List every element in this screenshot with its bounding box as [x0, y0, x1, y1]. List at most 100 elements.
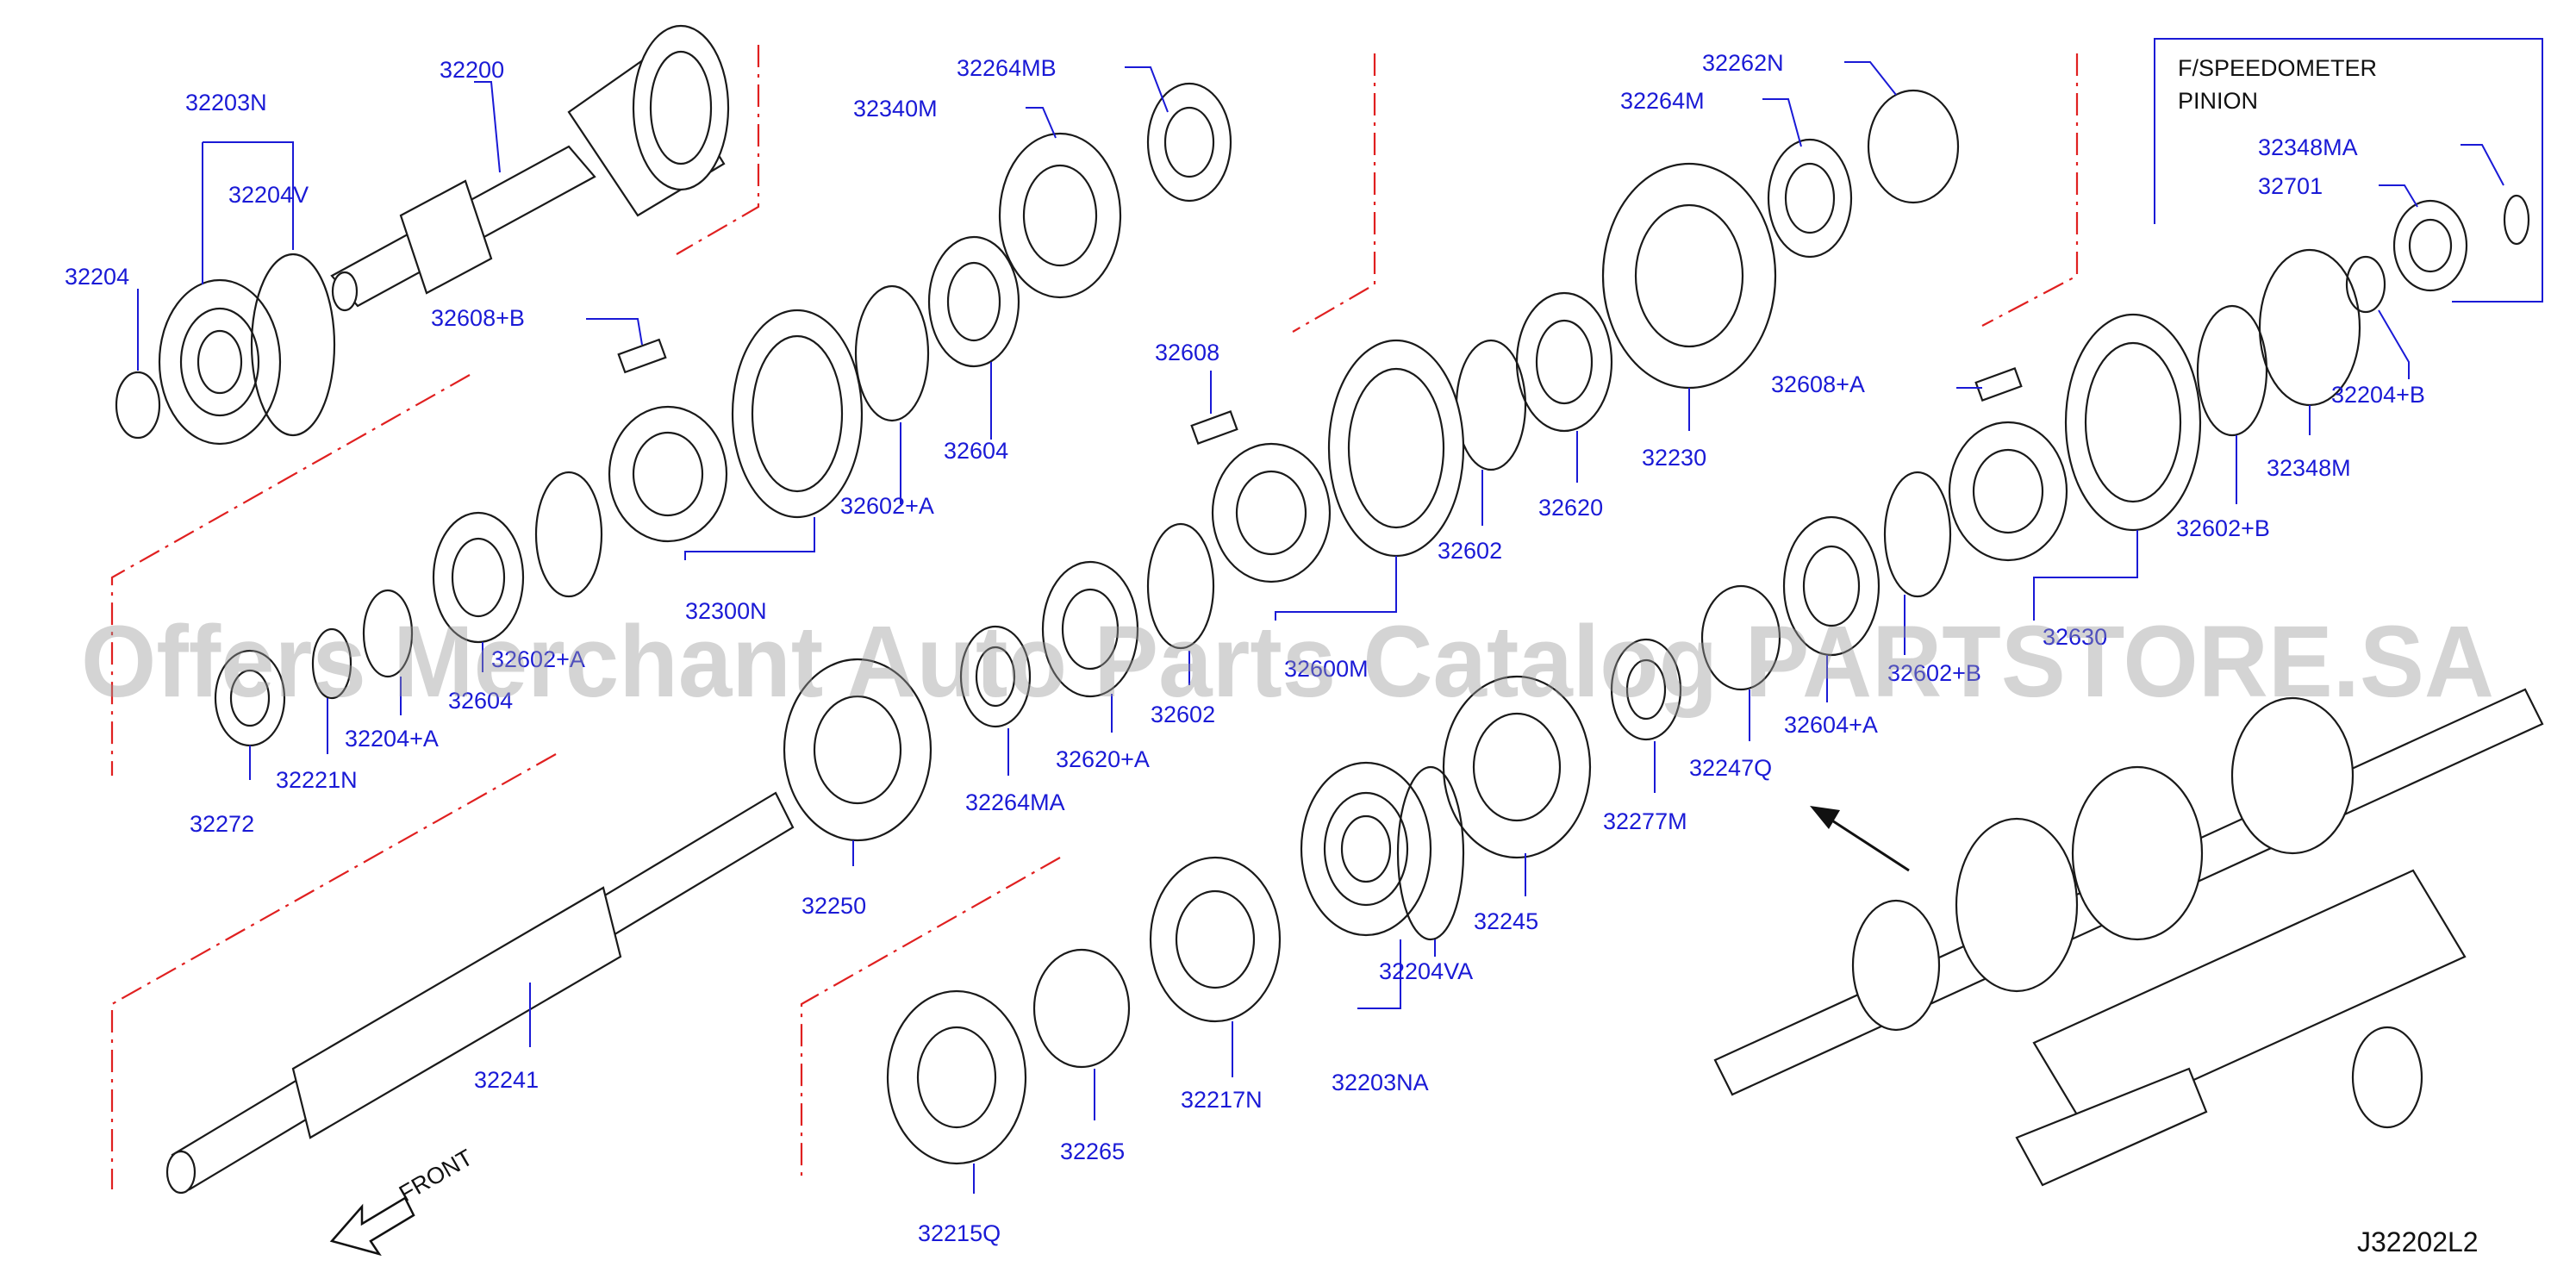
- part-label: 32204+B: [2331, 382, 2425, 408]
- part-label: 32200: [440, 57, 504, 83]
- part-label: 32204V: [228, 182, 309, 208]
- snap-ring-32204va: [1396, 765, 1465, 941]
- bushing-32265: [1032, 948, 1131, 1069]
- gear-32230: [1601, 162, 1777, 390]
- part-label: 32262N: [1702, 50, 1784, 76]
- baulk-ring-32602a-upper: [854, 284, 930, 422]
- front-arrow-icon: [329, 1196, 415, 1257]
- part-label: 32204+A: [345, 726, 439, 752]
- main-drive-shaft-drawing: [330, 24, 730, 312]
- part-label: 32608: [1155, 340, 1219, 365]
- ring-32204b: [2345, 255, 2386, 314]
- part-label: 32604+A: [1784, 712, 1878, 738]
- part-label: 32272: [190, 811, 254, 837]
- ring-32348ma: [2503, 194, 2530, 246]
- part-label: 32203N: [185, 90, 267, 115]
- part-label: 32264M: [1620, 88, 1705, 114]
- part-label: 32602+A: [840, 493, 934, 519]
- part-label: 32600M: [1284, 656, 1369, 682]
- baulk-ring-32602-lower: [1146, 522, 1215, 650]
- baulk-ring-32602b-upper: [2196, 304, 2268, 437]
- front-label: FRONT: [395, 1145, 477, 1207]
- speedometer-pinion-32701: [2392, 199, 2468, 292]
- insert-32608b: [617, 338, 667, 374]
- part-label: 32348MA: [2258, 134, 2358, 160]
- synchro-hub-32300n: [608, 309, 864, 543]
- part-label: 32340M: [853, 96, 938, 122]
- part-label: 32630: [2043, 624, 2107, 650]
- watermark: Offers Merchant Auto Parts Catalog PARTS…: [81, 605, 2494, 719]
- part-label: 32221N: [276, 767, 358, 793]
- part-label: 32701: [2258, 173, 2323, 199]
- ring-32221n: [311, 627, 352, 700]
- needle-bearing-32272: [214, 649, 286, 747]
- speedometer-inset: F/SPEEDOMETER PINION: [2154, 38, 2543, 303]
- part-label: 32204: [65, 264, 129, 290]
- gear-32250: [783, 658, 932, 842]
- gear-32340m: [998, 132, 1122, 299]
- needle-bearing-32264ma: [959, 625, 1032, 728]
- assembled-view: [1713, 688, 2544, 1187]
- ring-32204a: [362, 589, 414, 678]
- baulk-ring-32602: [1455, 339, 1527, 471]
- insert-32608a: [1974, 367, 2023, 402]
- main-shaft-32241: [165, 791, 795, 1195]
- part-label: 32620+A: [1056, 746, 1150, 772]
- needle-bearing-32264mb: [1146, 82, 1232, 203]
- snap-ring-32204v: [250, 253, 336, 437]
- part-label: 32348M: [2267, 455, 2351, 481]
- direction-arrow: [1810, 806, 1910, 872]
- part-label: 32277M: [1603, 808, 1687, 834]
- cone-32620a: [1041, 560, 1139, 698]
- part-label: 32241: [474, 1067, 539, 1093]
- baulk-ring-32602a-lower: [534, 471, 603, 598]
- part-label: 32602: [1438, 538, 1502, 564]
- part-label: 32245: [1474, 908, 1538, 934]
- part-label: 32217N: [1181, 1087, 1263, 1113]
- bushing-32247q: [1700, 584, 1781, 691]
- part-label: 32604: [944, 438, 1008, 464]
- part-label: 32264MA: [965, 789, 1065, 815]
- synchro-32630: [1948, 313, 2202, 562]
- gear-32245: [1442, 675, 1592, 859]
- part-label: 32215Q: [918, 1220, 1001, 1246]
- gear-32217n: [1149, 856, 1282, 1023]
- cone-32604-upper: [927, 235, 1020, 368]
- insert-32608: [1190, 410, 1238, 445]
- bearing-32203n: [158, 278, 282, 446]
- cone-32604-lower: [432, 511, 525, 644]
- cone-32620: [1515, 291, 1613, 433]
- part-label: 32602: [1151, 702, 1215, 727]
- cone-32604a: [1782, 515, 1881, 657]
- part-label: 32265: [1060, 1139, 1125, 1164]
- needle-bearing-32277m: [1610, 638, 1682, 741]
- part-label: 32250: [801, 893, 866, 919]
- gear-32215q: [886, 989, 1027, 1165]
- part-label: 32602+B: [2176, 515, 2270, 541]
- needle-bearing-32264m: [1767, 138, 1853, 259]
- phantom-lines: [110, 45, 2079, 1189]
- bearing-32203na: [1300, 761, 1432, 937]
- leader-lines: [137, 61, 2504, 1194]
- snap-ring-32204: [115, 371, 161, 440]
- part-label: 32602+B: [1887, 660, 1981, 686]
- part-label: 32300N: [685, 598, 767, 624]
- part-label: 32203NA: [1332, 1070, 1429, 1095]
- part-label: 32608+A: [1771, 371, 1865, 397]
- part-label: 32204VA: [1379, 958, 1473, 984]
- diagram-code: J32202L2: [2357, 1226, 2479, 1257]
- inset-title-2: PINION: [2178, 88, 2258, 114]
- part-label: 32608+B: [431, 305, 525, 331]
- part-label: 32620: [1538, 495, 1603, 521]
- bushing-32262n: [1867, 89, 1960, 204]
- part-label: 32602+A: [491, 646, 585, 672]
- part-label: 32230: [1642, 445, 1706, 471]
- part-labels: 32200 32203N 32204V 32204 32608+B 32300N…: [65, 50, 2425, 1246]
- synchro-32600m: [1211, 339, 1465, 583]
- part-label: 32604: [448, 688, 513, 714]
- inset-title-1: F/SPEEDOMETER: [2178, 55, 2377, 81]
- part-label: 32247Q: [1689, 755, 1772, 781]
- baulk-ring-32602b-lower: [1883, 471, 1952, 598]
- part-label: 32264MB: [957, 55, 1057, 81]
